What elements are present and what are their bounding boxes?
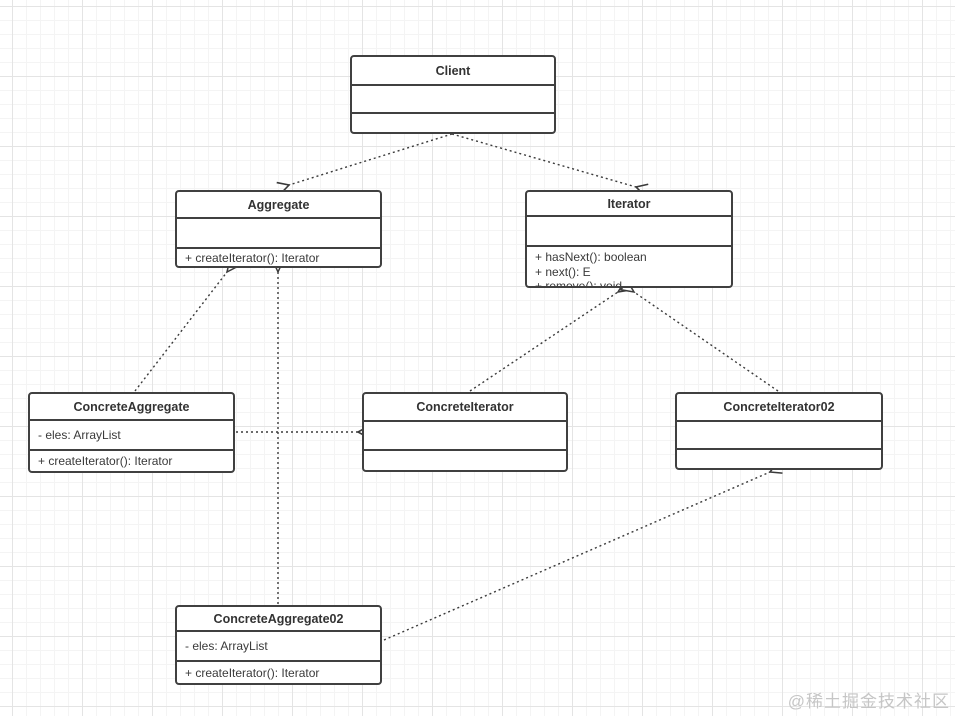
class-concrete-aggregate02-title: ConcreteAggregate02 <box>213 611 344 626</box>
class-concrete-aggregate-operations-section: + createIterator(): Iterator <box>30 449 233 471</box>
attribute-text: - eles: ArrayList <box>38 428 121 442</box>
edge-concreteaggregate02-concreteiterator02-dependency[interactable] <box>383 461 783 641</box>
class-concrete-iterator02-title: ConcreteIterator02 <box>723 400 835 414</box>
class-client-operations-section <box>352 112 554 132</box>
class-concrete-aggregate-title: ConcreteAggregate <box>73 399 190 414</box>
juejin-watermark: @稀土掘金技术社区 <box>787 692 950 711</box>
class-aggregate[interactable]: Aggregate + createIterator(): Iterator <box>175 190 382 268</box>
class-concrete-aggregate[interactable]: ConcreteAggregate - eles: ArrayList + cr… <box>28 392 235 473</box>
class-client-attributes-section <box>352 84 554 112</box>
edge-concreteiterator-iterator-realization[interactable] <box>469 279 633 392</box>
operation-text: + createIterator(): Iterator <box>185 665 320 680</box>
class-concrete-aggregate02-attributes-section: - eles: ArrayList <box>177 630 380 660</box>
class-concrete-aggregate-attributes-section: - eles: ArrayList <box>30 419 233 449</box>
class-iterator-operations-section: + hasNext(): boolean + next(): E + remov… <box>527 245 731 286</box>
attribute-text: - eles: ArrayList <box>185 639 268 653</box>
class-concrete-iterator-operations-section <box>364 449 566 470</box>
class-concrete-aggregate02[interactable]: ConcreteAggregate02 - eles: ArrayList + … <box>175 605 382 685</box>
class-concrete-iterator02-operations-section <box>677 448 881 468</box>
class-concrete-aggregate02-operations-section: + createIterator(): Iterator <box>177 660 380 683</box>
class-concrete-iterator02-attributes-section <box>677 420 881 448</box>
class-iterator-attributes-section <box>527 215 731 245</box>
class-client-title: Client <box>435 63 471 78</box>
class-client[interactable]: Client <box>350 55 556 134</box>
operation-text: + remove(): void <box>535 279 623 286</box>
class-concrete-iterator-attributes-section <box>364 420 566 449</box>
edge-client-aggregate-dependency[interactable] <box>276 133 453 195</box>
edge-client-iterator-dependency[interactable] <box>451 133 649 197</box>
class-aggregate-attributes-section <box>177 217 380 247</box>
class-concrete-iterator-title: ConcreteIterator <box>416 400 514 414</box>
operation-text: + next(): E <box>535 264 591 279</box>
class-aggregate-operations-section: + createIterator(): Iterator <box>177 247 380 266</box>
edge-concreteiterator02-iterator-realization[interactable] <box>619 279 779 392</box>
class-concrete-iterator02[interactable]: ConcreteIterator02 <box>675 392 883 470</box>
class-concrete-iterator[interactable]: ConcreteIterator <box>362 392 568 472</box>
class-aggregate-title: Aggregate <box>247 197 310 212</box>
edge-concreteaggregate-aggregate-realization[interactable] <box>134 257 241 392</box>
operation-text: + hasNext(): boolean <box>535 250 647 264</box>
class-iterator-title: Iterator <box>607 196 651 211</box>
operation-text: + createIterator(): Iterator <box>185 250 320 265</box>
class-iterator[interactable]: Iterator + hasNext(): boolean + next(): … <box>525 190 733 288</box>
operation-text: + createIterator(): Iterator <box>38 454 173 468</box>
